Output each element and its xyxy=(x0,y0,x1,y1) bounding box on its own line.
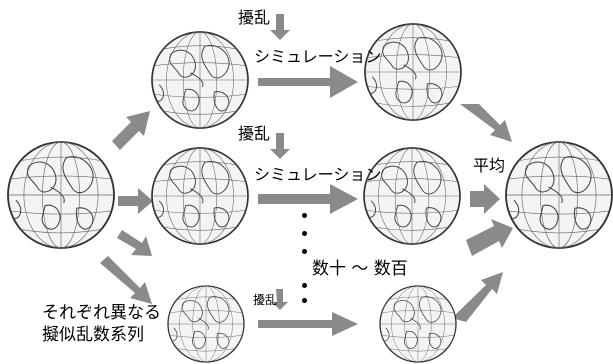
globe-average xyxy=(506,142,612,248)
arrow-perturb-2 xyxy=(270,133,290,159)
ellipsis-dot xyxy=(302,298,307,303)
perturbation-label-3: 擾乱 xyxy=(253,293,278,307)
globe-perturbed-2 xyxy=(152,148,248,244)
arrows-layer xyxy=(100,14,513,336)
arrow-to-average-2 xyxy=(470,184,500,214)
simulation-label-2: シミュレーション xyxy=(254,165,382,184)
globe-perturbed-1 xyxy=(152,32,248,128)
globe-result-3 xyxy=(380,286,456,362)
arrow-to-average-3 xyxy=(466,219,513,256)
simulation-label-1: シミュレーション xyxy=(254,47,382,66)
ellipsis-dot xyxy=(302,231,307,236)
arrow-perturb-3 xyxy=(272,289,288,310)
ellipsis-dot xyxy=(302,249,307,254)
arrow-sim-2 xyxy=(258,184,358,214)
arrow-to-globe-1 xyxy=(112,111,150,150)
globe-result-1 xyxy=(365,24,461,120)
arrow-to-average-1 xyxy=(460,104,512,142)
arrow-to-average-4 xyxy=(452,272,503,322)
globe-initial-state xyxy=(8,142,114,248)
arrow-to-globe-2 xyxy=(118,188,153,214)
ellipsis-dot xyxy=(302,213,307,218)
arrow-perturb-1 xyxy=(270,14,290,40)
perturbation-label-1: 擾乱 xyxy=(238,8,271,27)
average-label: 平均 xyxy=(473,156,506,175)
ensemble-count-label: 数十 ～ 数百 xyxy=(312,259,408,279)
arrow-to-globe-4 xyxy=(100,256,152,304)
globe-result-2 xyxy=(364,148,460,244)
random-series-label: それぞれ異なる 擬似乱数系列 xyxy=(42,303,161,346)
perturbation-label-2: 擾乱 xyxy=(238,124,271,143)
arrow-sim-3 xyxy=(258,312,358,336)
arrow-to-globe-3 xyxy=(117,230,152,256)
globe-perturbed-3 xyxy=(168,286,244,362)
arrow-sim-1 xyxy=(258,66,358,98)
ellipsis-dot xyxy=(302,283,307,288)
